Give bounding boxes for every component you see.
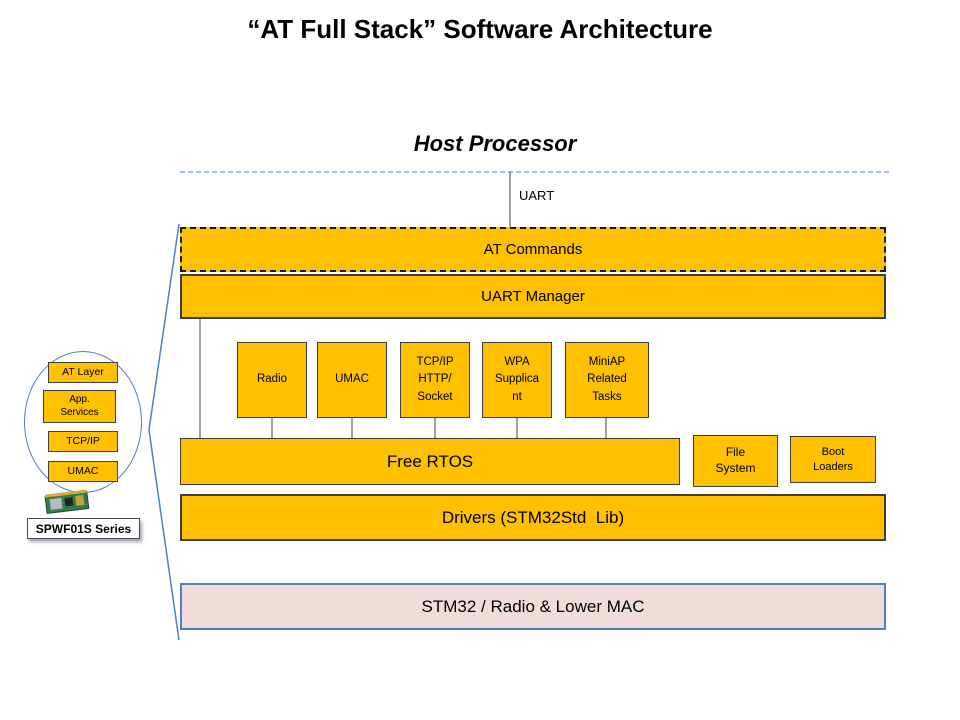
uart-label: UART: [519, 188, 555, 203]
free-rtos-label: Free RTOS: [386, 451, 474, 471]
hardware-box: STM32 / Radio & Lower MAC: [180, 583, 886, 630]
module-umac-label: UMAC: [335, 373, 369, 386]
inset-tcpip-label: TCP/IP: [66, 434, 100, 447]
free-rtos-box: Free RTOS: [180, 438, 680, 485]
boot-loaders-box: Boot Loaders: [790, 436, 876, 483]
module-tcpip-label: TCP/IP HTTP/ Socket: [416, 356, 454, 403]
drivers-label: Drivers (STM32Std Lib): [441, 507, 625, 527]
module-box-umac: UMAC: [317, 342, 387, 418]
inset-box-tcpip: TCP/IP: [48, 431, 118, 452]
module-radio-label: Radio: [256, 373, 288, 386]
inset-box-at-layer: AT Layer: [48, 362, 118, 383]
expansion-lines: [148, 223, 180, 641]
module-box-wpa-supplicant: WPA Supplica nt: [482, 342, 552, 418]
module-miniap-label: MiniAP Related Tasks: [587, 356, 627, 403]
inset-app-services-label: App. Services: [60, 394, 99, 418]
hardware-label: STM32 / Radio & Lower MAC: [421, 596, 645, 616]
spwf01s-series-label: SPWF01S Series: [35, 521, 132, 536]
boot-loaders-label: Boot Loaders: [813, 446, 853, 473]
at-commands-label: AT Commands: [483, 241, 583, 258]
file-system-box: File System: [693, 435, 778, 487]
module-box-miniap: MiniAP Related Tasks: [565, 342, 649, 418]
spwf01s-chip-image: [44, 489, 90, 515]
uart-manager-label: UART Manager: [481, 288, 585, 305]
inset-umac-label: UMAC: [67, 464, 99, 477]
host-processor-label: Host Processor: [413, 131, 577, 156]
module-wpa-label: WPA Supplica nt: [494, 356, 540, 403]
module-box-radio: Radio: [237, 342, 307, 418]
spwf01s-series-caption: SPWF01S Series: [27, 518, 140, 539]
inset-box-app-services: App. Services: [43, 390, 116, 423]
module-box-tcpip: TCP/IP HTTP/ Socket: [400, 342, 470, 418]
file-system-label: File System: [715, 445, 756, 475]
uart-manager-box: UART Manager: [180, 274, 886, 319]
inset-box-umac: UMAC: [48, 461, 118, 482]
at-commands-box: AT Commands: [180, 227, 886, 272]
page-title: “AT Full Stack” Software Architecture: [247, 14, 713, 44]
inset-at-layer-label: AT Layer: [62, 365, 104, 378]
drivers-box: Drivers (STM32Std Lib): [180, 494, 886, 541]
